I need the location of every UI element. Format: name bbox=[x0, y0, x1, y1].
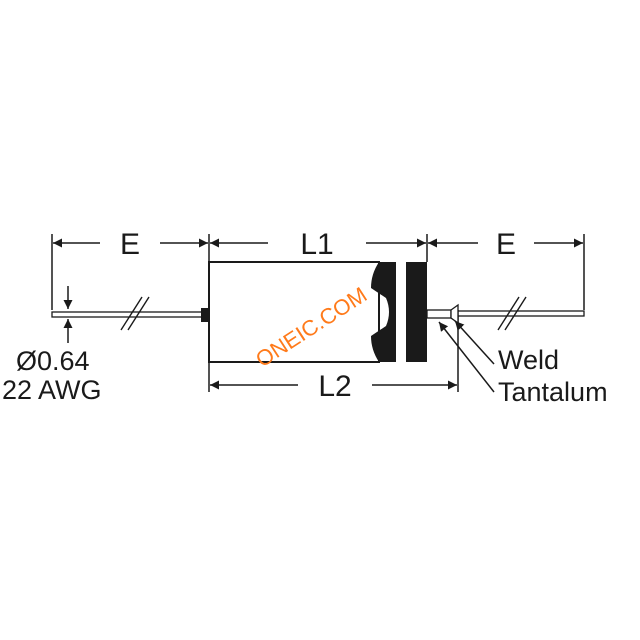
labels: E L1 E L2 Ø0.64 22 AWG Weld Tantalum bbox=[2, 228, 608, 407]
left-lead bbox=[51, 311, 203, 318]
label-l2: L2 bbox=[318, 370, 351, 403]
weld-leader bbox=[454, 320, 495, 365]
label-weld: Weld bbox=[498, 345, 559, 375]
negative-end-stub bbox=[201, 308, 209, 322]
capacitor-body bbox=[208, 261, 427, 363]
label-l1: L1 bbox=[300, 228, 333, 261]
leads bbox=[51, 303, 585, 325]
label-e-left: E bbox=[120, 228, 140, 261]
case-body bbox=[208, 261, 380, 363]
weld-joint bbox=[450, 303, 459, 325]
tantalum-leader bbox=[438, 321, 495, 393]
seal-groove bbox=[396, 262, 406, 362]
label-lead-diameter: Ø0.64 bbox=[16, 346, 90, 376]
tantalum-lead-segment bbox=[426, 309, 452, 319]
callout-leaders bbox=[438, 320, 495, 393]
label-tantalum: Tantalum bbox=[498, 377, 608, 407]
label-lead-gauge: 22 AWG bbox=[2, 375, 102, 405]
right-lead bbox=[457, 310, 585, 317]
label-e-right: E bbox=[496, 228, 516, 261]
dimension-lines bbox=[53, 238, 583, 390]
break-marks bbox=[120, 296, 527, 331]
